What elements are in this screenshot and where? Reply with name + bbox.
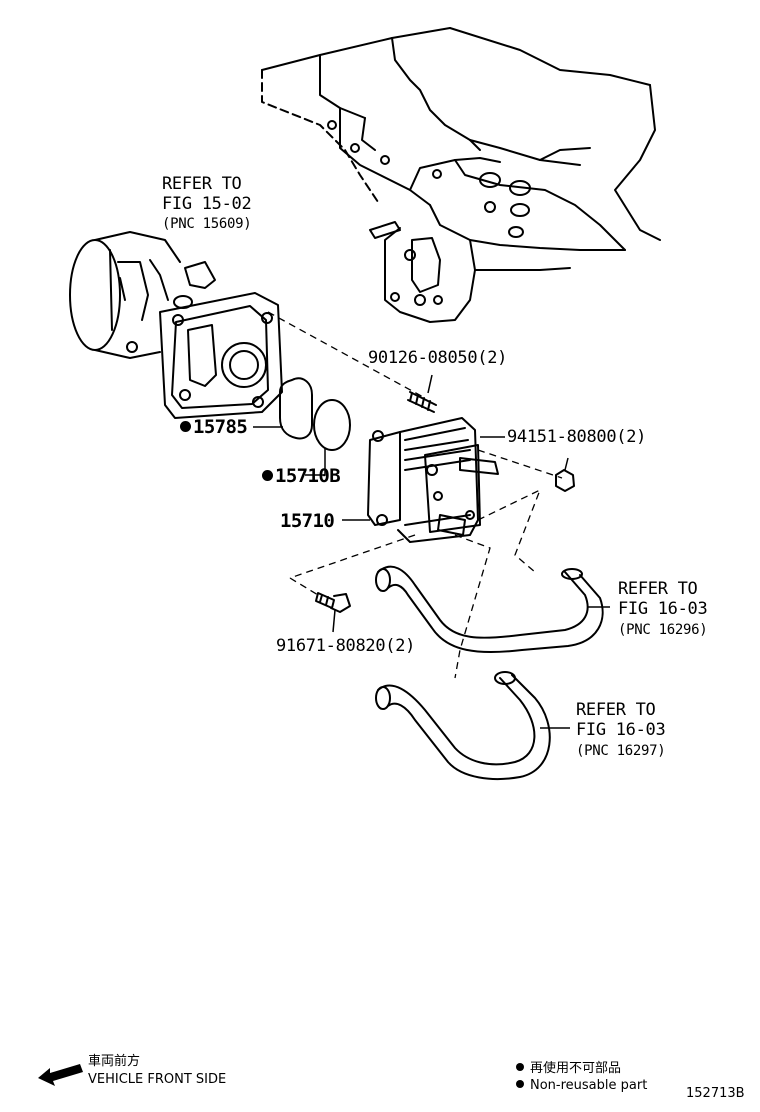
figure-id: 152713B: [686, 1086, 745, 1101]
refer-fig-16-03-b-line1: REFER TO: [576, 700, 656, 720]
stud-90126-drawing: [407, 391, 437, 413]
part-number-91671: 91671-80820(2): [276, 636, 416, 656]
refer-fig-16-03-b-line3: (PNC 16297): [576, 743, 666, 759]
hose-16296-drawing: [375, 565, 604, 654]
vehicle-front-side-jp: 車両前方: [88, 1054, 141, 1069]
nut-94151-drawing: [555, 469, 575, 492]
non-reusable-jp: 再使用不可部品: [516, 1060, 621, 1077]
refer-fig-16-03-a-line2: FIG 16-03: [618, 599, 708, 619]
refer-fig-15-02-line2: FIG 15-02: [162, 194, 252, 214]
refer-fig-15-02-line3: (PNC 15609): [162, 216, 252, 232]
part-number-94151: 94151-80800(2): [507, 427, 647, 447]
assembly-lines: [267, 311, 563, 679]
hose-16297-drawing: [375, 671, 551, 780]
refer-fig-16-03-a-line1: REFER TO: [618, 579, 698, 599]
bolt-91671-drawing: [315, 592, 351, 613]
part-number-90126: 90126-08050(2): [368, 348, 508, 368]
vehicle-front-arrow-icon: [38, 1064, 83, 1086]
part-number-15710: 15710: [280, 510, 335, 532]
non-reusable-label: Non-reusable part: [516, 1077, 647, 1094]
oil-cooler-15710-drawing: [367, 417, 499, 543]
part-number-15710b: 15710B: [262, 465, 341, 487]
vehicle-front-side-label: VEHICLE FRONT SIDE: [88, 1072, 227, 1087]
o-ring-15710b-drawing: [313, 399, 351, 451]
gasket-15785-drawing: [279, 377, 313, 440]
engine-block-drawing: [261, 27, 661, 323]
refer-fig-16-03-a-line3: (PNC 16296): [618, 622, 708, 638]
refer-fig-15-02-line1: REFER TO: [162, 174, 242, 194]
oil-filter-housing-drawing: [69, 231, 283, 419]
refer-fig-16-03-b-line2: FIG 16-03: [576, 720, 666, 740]
part-number-15785: 15785: [180, 416, 248, 438]
leader-lines: [253, 374, 610, 729]
